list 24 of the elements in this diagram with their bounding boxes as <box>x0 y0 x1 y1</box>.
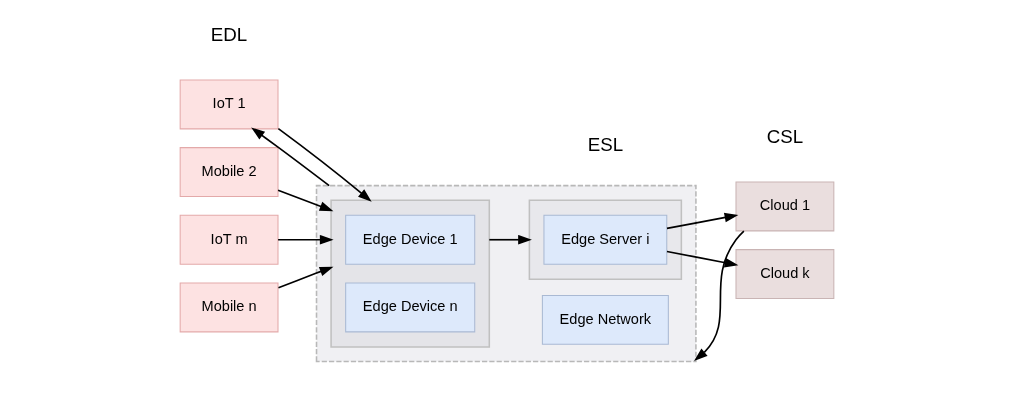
node-box: IoT 1 <box>179 79 279 130</box>
node-box: Edge Server i <box>542 214 667 265</box>
node-box: IoT m <box>179 214 279 265</box>
cluster <box>528 199 682 281</box>
node-box: Cloud k <box>734 249 834 300</box>
arrow <box>665 250 738 268</box>
arrow <box>276 234 334 245</box>
label: ESL <box>587 133 623 155</box>
arrow <box>277 266 333 289</box>
arrow <box>665 212 738 230</box>
node-box: Mobile 2 <box>179 147 279 198</box>
node-box: Edge Device n <box>344 282 475 333</box>
arrow <box>487 234 532 245</box>
node-box: Mobile n <box>179 282 279 333</box>
label: CSL <box>766 126 803 148</box>
arrow <box>250 127 330 187</box>
node-box: Edge Device 1 <box>344 214 475 265</box>
arrow <box>693 230 745 362</box>
label: EDL <box>210 24 247 46</box>
cluster <box>329 199 490 348</box>
arrow <box>277 127 372 202</box>
arrow <box>276 189 333 212</box>
node-box: Cloud 1 <box>734 181 834 232</box>
node-box: Edge Network <box>541 294 669 345</box>
